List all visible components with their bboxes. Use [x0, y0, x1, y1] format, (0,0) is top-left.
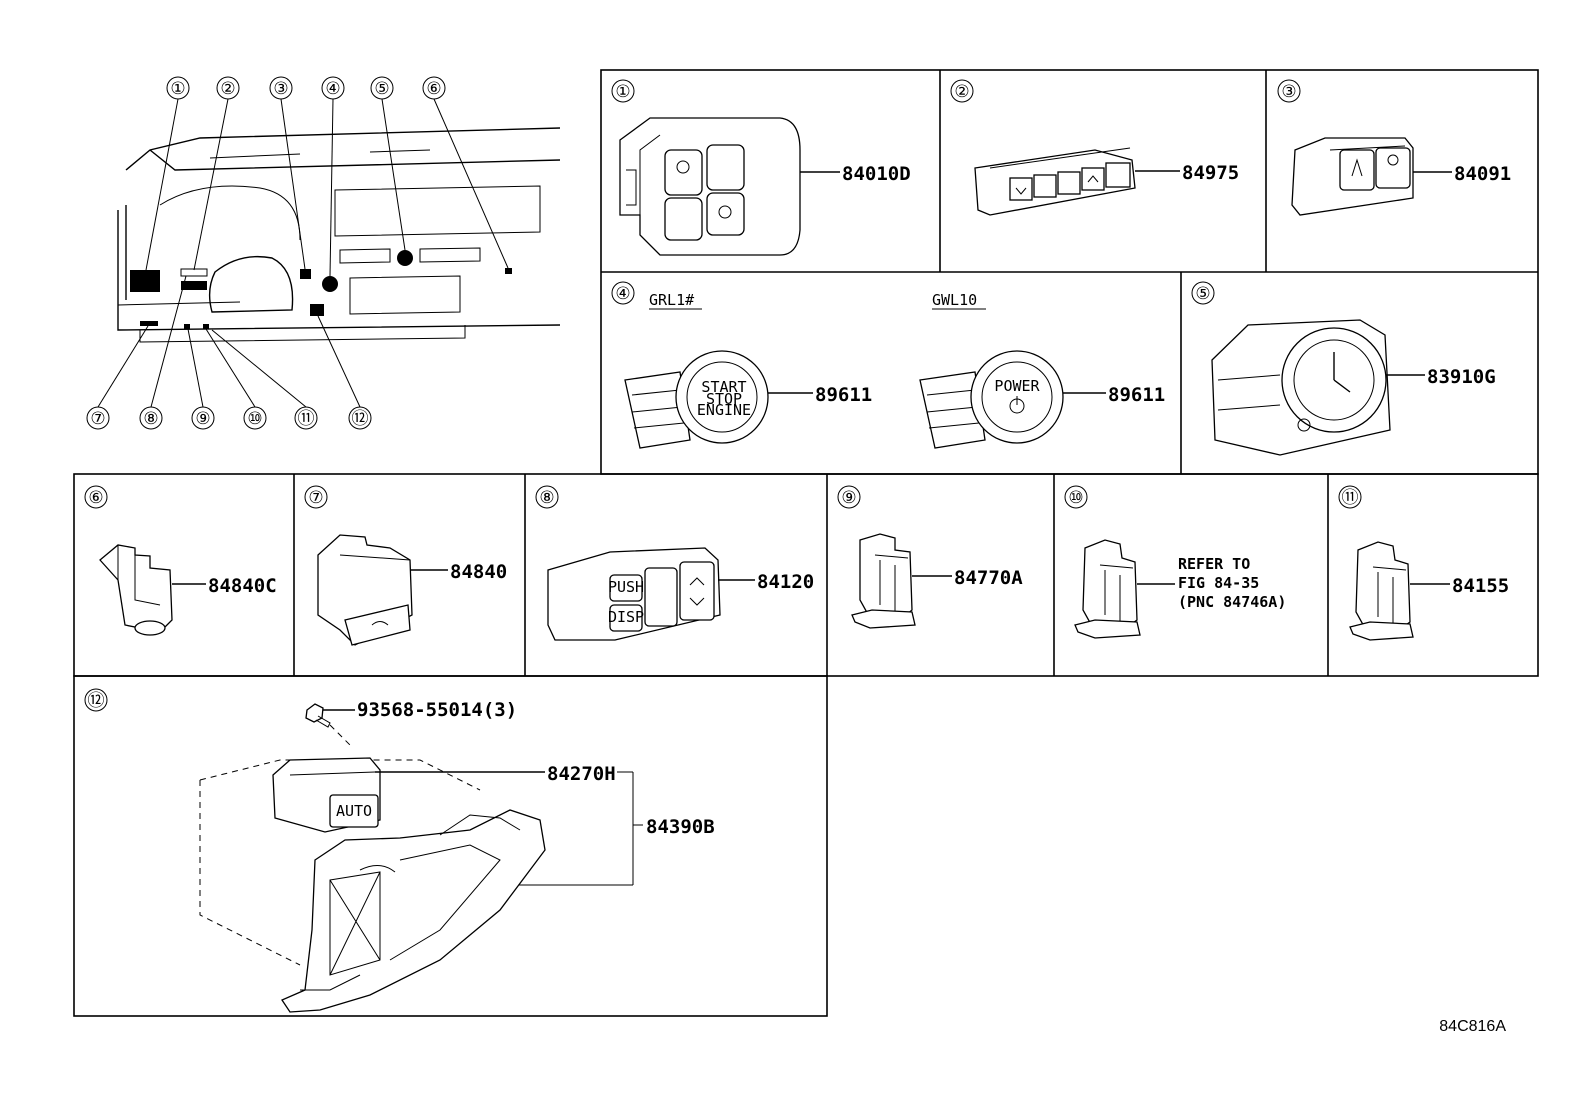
svg-text:⑨: ⑨: [841, 488, 856, 508]
svg-text:(PNC 84746A): (PNC 84746A): [1178, 593, 1286, 611]
svg-text:①: ①: [170, 79, 185, 99]
svg-text:③: ③: [1281, 82, 1296, 102]
svg-text:START: START: [701, 378, 746, 396]
svg-text:⑦: ⑦: [308, 488, 323, 508]
svg-text:84010D: 84010D: [842, 163, 911, 185]
svg-text:GRL1#: GRL1#: [649, 291, 694, 309]
svg-text:DISP: DISP: [608, 608, 644, 626]
svg-text:⑦: ⑦: [90, 409, 105, 429]
svg-text:89611: 89611: [1108, 384, 1165, 406]
svg-text:⑫: ⑫: [352, 409, 369, 429]
svg-text:84770A: 84770A: [954, 567, 1023, 589]
svg-text:84840: 84840: [450, 561, 507, 583]
svg-text:④: ④: [615, 284, 630, 304]
svg-text:84390B: 84390B: [646, 816, 715, 838]
svg-text:POWER: POWER: [994, 377, 1040, 395]
panel-4: ④ GRL1# GWL10 START STOP ENGINE 89611 PO…: [611, 281, 1165, 449]
svg-text:②: ②: [220, 79, 235, 99]
svg-text:84270H: 84270H: [547, 763, 616, 785]
drawing-id: 84C816A: [1439, 1018, 1506, 1035]
panel-11: ⑪ 84155: [1338, 485, 1509, 641]
svg-text:ENGINE: ENGINE: [697, 401, 751, 419]
svg-text:84091: 84091: [1454, 163, 1511, 185]
svg-text:⑩: ⑩: [247, 409, 262, 429]
svg-text:③: ③: [273, 79, 288, 99]
svg-text:⑤: ⑤: [1195, 284, 1210, 304]
svg-text:84840C: 84840C: [208, 575, 277, 597]
svg-text:⑩: ⑩: [1068, 488, 1083, 508]
svg-text:89611: 89611: [815, 384, 872, 406]
svg-text:84975: 84975: [1182, 162, 1239, 184]
svg-text:②: ②: [954, 82, 969, 102]
svg-text:83910G: 83910G: [1427, 366, 1496, 388]
svg-text:⑫: ⑫: [88, 691, 105, 711]
svg-text:AUTO: AUTO: [336, 802, 372, 820]
svg-text:FIG 84-35: FIG 84-35: [1178, 574, 1259, 592]
svg-text:STOP: STOP: [706, 390, 742, 408]
panel-6: ⑥ 84840C: [84, 485, 277, 636]
svg-text:⑪: ⑪: [298, 409, 315, 429]
svg-text:⑧: ⑧: [539, 488, 554, 508]
svg-text:⑥: ⑥: [88, 488, 103, 508]
overview-callouts-top: ① ② ③ ④ ⑤ ⑥: [145, 76, 509, 277]
svg-text:⑨: ⑨: [195, 409, 210, 429]
svg-text:84120: 84120: [757, 571, 814, 593]
panel-8: ⑧ PUSH DISP 84120: [535, 485, 814, 641]
overview-callouts-bottom: ⑦ ⑧ ⑨ ⑩ ⑪ ⑫: [86, 275, 372, 430]
panel-1: ① 84010D: [611, 79, 911, 256]
svg-text:⑪: ⑪: [1342, 488, 1359, 508]
svg-text:84155: 84155: [1452, 575, 1509, 597]
panel-grid: [73, 69, 1539, 1017]
panel-2: ② 84975: [950, 79, 1239, 216]
svg-text:⑧: ⑧: [143, 409, 158, 429]
panel-5: ⑤ 83910G: [1191, 281, 1496, 456]
panel-12: ⑫ 93568-55014(3) AUTO 84270H 84390B: [84, 688, 715, 1013]
svg-text:①: ①: [615, 82, 630, 102]
svg-text:PUSH: PUSH: [608, 578, 644, 596]
panel-7: ⑦ 84840: [304, 485, 507, 646]
svg-text:⑥: ⑥: [426, 79, 441, 99]
panel-9: ⑨ 84770A: [837, 485, 1023, 629]
svg-text:REFER TO: REFER TO: [1178, 555, 1250, 573]
panel-10: ⑩ REFER TO FIG 84-35 (PNC 84746A): [1064, 485, 1286, 639]
panel-3: ③ 84091: [1277, 79, 1511, 216]
svg-text:GWL10: GWL10: [932, 291, 977, 309]
svg-text:⑤: ⑤: [374, 79, 389, 99]
svg-text:④: ④: [325, 79, 340, 99]
svg-text:93568-55014(3): 93568-55014(3): [357, 699, 517, 721]
